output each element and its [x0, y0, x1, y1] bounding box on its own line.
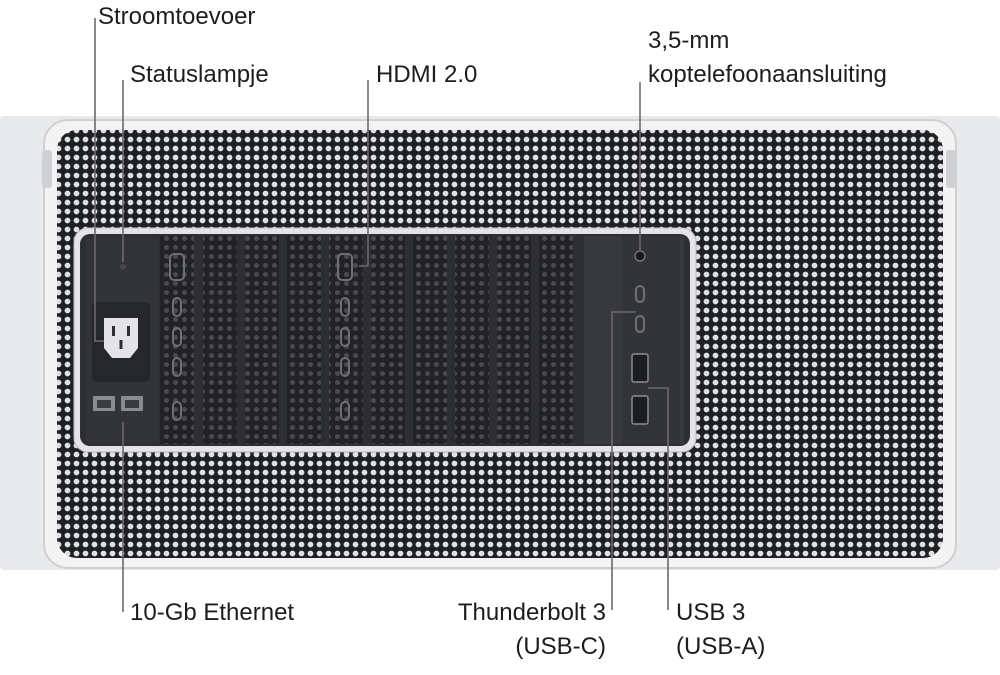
usb-a-port-1: [631, 353, 649, 383]
thunderbolt-port-1: [635, 285, 645, 303]
label-power: Stroomtoevoer: [98, 3, 256, 30]
label-thunderbolt-line2: (USB-C): [515, 633, 606, 660]
label-usb-line1: USB 3: [676, 599, 746, 626]
status-light: [120, 264, 126, 270]
power-inlet: [104, 318, 138, 358]
pcie-slots: [160, 236, 573, 444]
gpu-card-2-ports: [337, 253, 353, 421]
label-headphone-line1: 3,5-mm: [648, 27, 730, 54]
label-headphone-line2: koptelefoonaansluiting: [648, 61, 887, 88]
label-hdmi: HDMI 2.0: [376, 61, 478, 88]
hdmi-port: [337, 253, 353, 281]
usb-a-port-2: [631, 395, 649, 425]
io-card: [584, 236, 684, 444]
headphone-jack: [634, 250, 646, 262]
label-thunderbolt-line1: Thunderbolt 3: [457, 599, 606, 626]
label-usb-line2: (USB-A): [676, 633, 766, 660]
power-block: [86, 238, 158, 442]
label-status-light: Statuslampje: [130, 61, 269, 88]
thunderbolt-port-2: [635, 315, 645, 333]
label-ethernet: 10-Gb Ethernet: [130, 599, 295, 626]
callout-leaders: [94, 18, 669, 612]
gpu-card-1-ports: [169, 253, 185, 421]
